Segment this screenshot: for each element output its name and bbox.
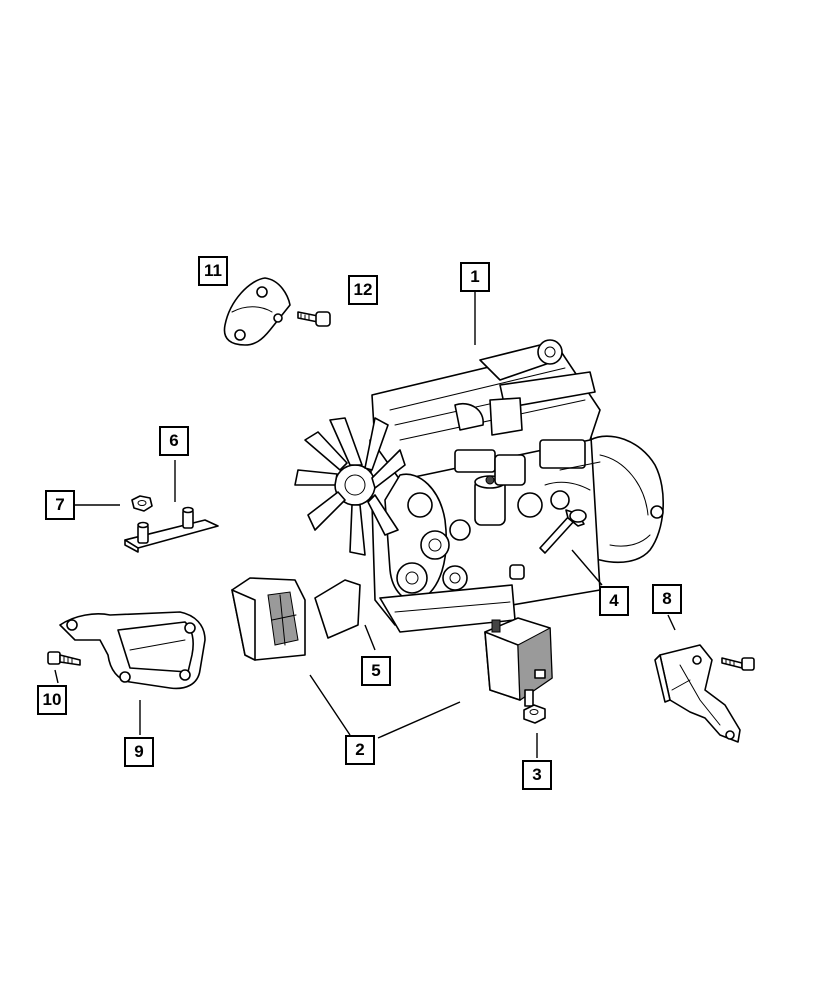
bolt-8-drawing (721, 657, 755, 671)
callout-8[interactable]: 8 (652, 584, 682, 614)
callout-4[interactable]: 4 (599, 586, 629, 616)
callout-7[interactable]: 7 (45, 490, 75, 520)
nut-7-drawing (131, 495, 153, 512)
bolt-10-drawing (47, 651, 81, 666)
callout-9[interactable]: 9 (124, 737, 154, 767)
leader-lines (54, 292, 676, 758)
callout-6[interactable]: 6 (159, 426, 189, 456)
insulator-2-left-drawing (231, 577, 361, 661)
engine-assembly-drawing (294, 339, 664, 633)
callout-3[interactable]: 3 (522, 760, 552, 790)
callout-11[interactable]: 11 (198, 256, 228, 286)
callout-5[interactable]: 5 (361, 656, 391, 686)
plate-6-drawing (124, 506, 219, 553)
engine-mount-bolt-drawing (539, 509, 587, 554)
callout-10[interactable]: 10 (37, 685, 67, 715)
callout-12[interactable]: 12 (348, 275, 378, 305)
bolt-12-drawing (297, 311, 331, 327)
bracket-11-drawing (223, 277, 291, 346)
nut-3-drawing (523, 704, 546, 724)
insulator-2-right-drawing (484, 617, 553, 707)
callout-2[interactable]: 2 (345, 735, 375, 765)
callout-1[interactable]: 1 (460, 262, 490, 292)
cooling-fan-drawing (294, 417, 406, 556)
bracket-8-drawing (654, 644, 741, 743)
bracket-9-drawing (59, 611, 206, 690)
